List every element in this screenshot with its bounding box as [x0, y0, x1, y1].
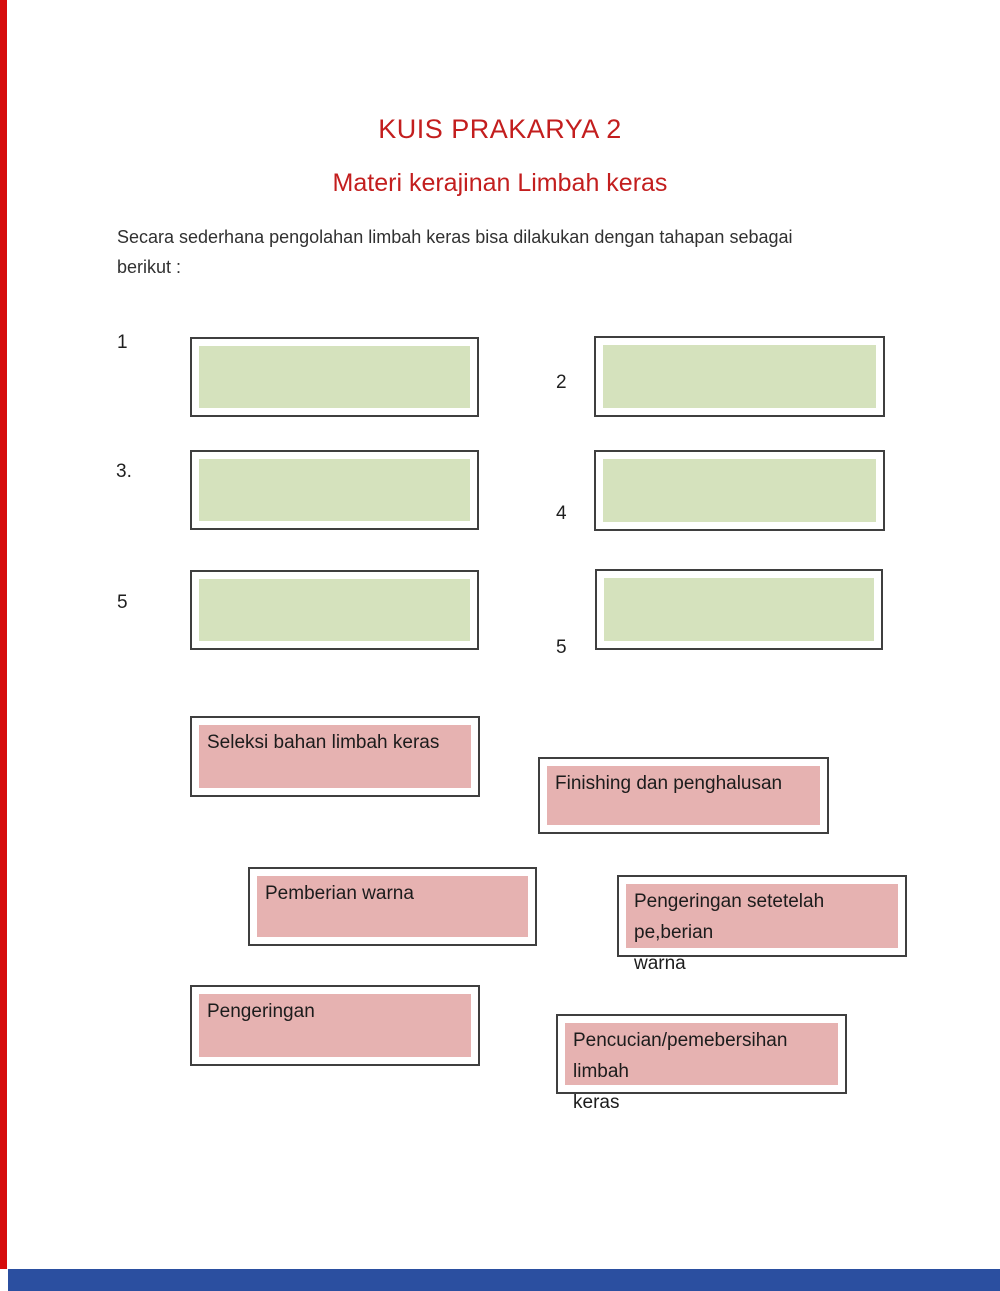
answer-seleksi-bahan[interactable]: Seleksi bahan limbah keras — [190, 716, 480, 797]
drop-zone-4[interactable] — [594, 450, 885, 531]
answer-pengeringan-fill: Pengeringan — [199, 994, 471, 1057]
drop-zone-5-left[interactable] — [190, 570, 479, 650]
zone-number-3: 3. — [116, 461, 132, 482]
drop-zone-5-left-fill — [199, 579, 470, 641]
drop-zone-5-right-fill — [604, 578, 874, 641]
answer-finishing-fill: Finishing dan penghalusan — [547, 766, 820, 825]
answer-pengeringan-setelah-label: Pengeringan setetelah pe,berian warna — [634, 891, 825, 974]
drop-zone-4-fill — [603, 459, 876, 522]
answer-finishing[interactable]: Finishing dan penghalusan — [538, 757, 829, 834]
left-edge-stripe — [0, 0, 7, 1269]
answer-finishing-label: Finishing dan penghalusan — [555, 773, 783, 794]
answer-pencucian-label: Pencucian/pemebersihan limbah keras — [573, 1030, 788, 1113]
answer-pengeringan-label: Pengeringan — [207, 1001, 315, 1022]
zone-number-5-right: 5 — [556, 637, 567, 658]
drop-zone-1-fill — [199, 346, 470, 408]
answer-pencucian-fill: Pencucian/pemebersihan limbah keras — [565, 1023, 838, 1113]
drop-zone-3[interactable] — [190, 450, 479, 530]
answer-pencucian[interactable]: Pencucian/pemebersihan limbah keras — [556, 1014, 847, 1113]
zone-number-5-left: 5 — [117, 592, 128, 613]
answer-pemberian-warna-label: Pemberian warna — [265, 883, 414, 904]
zone-number-2: 2 — [556, 372, 567, 393]
page-title: KUIS PRAKARYA 2 — [378, 114, 622, 144]
drop-zone-5-right[interactable] — [595, 569, 883, 650]
answer-pengeringan-setelah-fill: Pengeringan setetelah pe,berian warna — [626, 884, 898, 974]
intro-text: Secara sederhana pengolahan limbah keras… — [117, 227, 793, 277]
answer-seleksi-bahan-fill: Seleksi bahan limbah keras — [199, 725, 471, 788]
answer-pengeringan[interactable]: Pengeringan — [190, 985, 480, 1066]
answer-pemberian-warna[interactable]: Pemberian warna — [248, 867, 537, 946]
bottom-edge-stripe — [8, 1269, 1000, 1291]
answer-pengeringan-setelah[interactable]: Pengeringan setetelah pe,berian warna — [617, 875, 907, 974]
drop-zone-2[interactable] — [594, 336, 885, 417]
zone-number-4: 4 — [556, 503, 567, 524]
answer-pemberian-warna-fill: Pemberian warna — [257, 876, 528, 937]
zone-number-1: 1 — [117, 332, 128, 353]
drop-zone-2-fill — [603, 345, 876, 408]
drop-zone-3-fill — [199, 459, 470, 521]
drop-zone-1[interactable] — [190, 337, 479, 417]
page-subtitle: Materi kerajinan Limbah keras — [332, 169, 668, 197]
answer-seleksi-bahan-label: Seleksi bahan limbah keras — [207, 732, 440, 753]
